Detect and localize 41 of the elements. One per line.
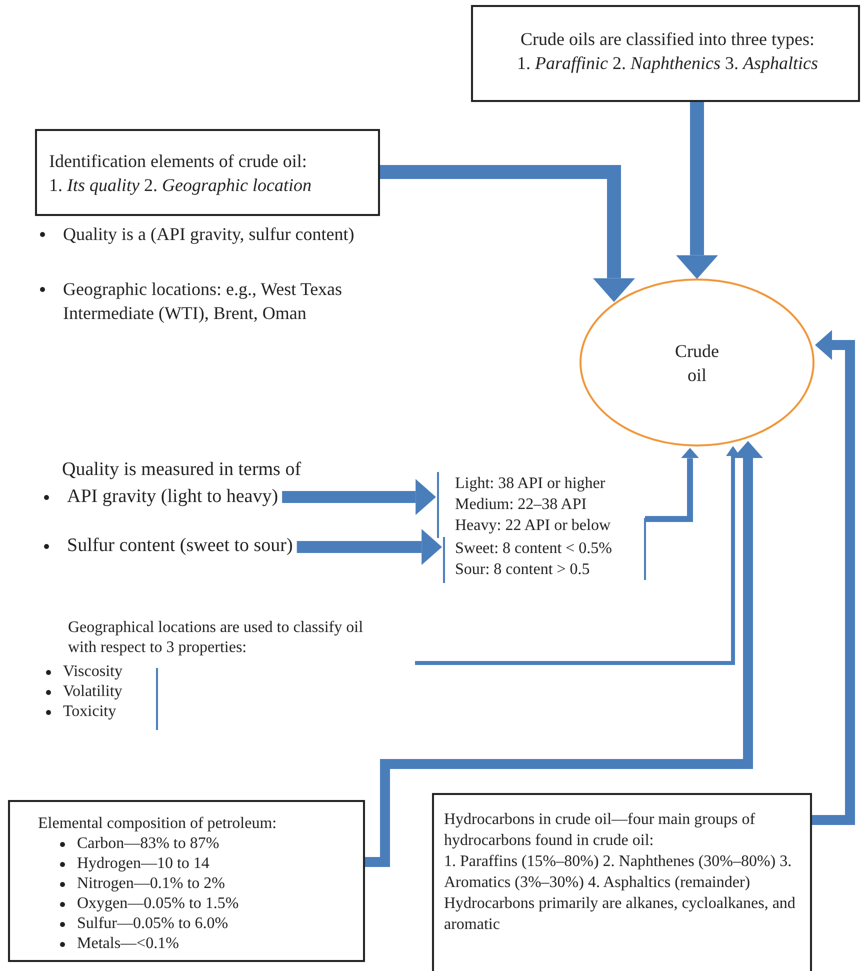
box-text: 1. Paraffinic 2. Naphthenics 3. Asphaltics: [516, 52, 819, 75]
list-item: Viscosity: [63, 662, 122, 682]
text-box: [471, 5, 860, 102]
block-arrow: [282, 479, 436, 515]
box-text: 1. Its quality 2. Geographic location: [49, 174, 312, 197]
heading-text: Elemental composition of petroleum:: [38, 814, 278, 834]
bullet-text: Quality is a (API gravity, sulfur content): [63, 223, 354, 246]
ellipse-node: [579, 278, 815, 447]
block-arrow: [644, 448, 699, 580]
text-box: [8, 800, 365, 962]
text-line: Medium: 22–38 API: [455, 495, 588, 515]
box-text: Identification elements of crude oil:: [49, 150, 308, 173]
bullet-text: API gravity (light to heavy): [67, 485, 278, 509]
bullet-text: Geographic locations: e.g., West Texas Intermediate (WTI), Brent, Oman: [63, 278, 344, 325]
text-line: Light: 38 API or higher: [455, 474, 606, 494]
box-text: Crude oils are classified into three types:: [520, 28, 816, 51]
block-arrow: [296, 529, 442, 565]
list-item: Volatility: [63, 682, 122, 702]
note-text: Quality is measured in terms of: [62, 459, 302, 481]
list-item: Metals—<0.1%: [77, 934, 179, 954]
node-label: Crude oil: [674, 340, 720, 386]
text-line: Sour: 8 content > 0.5: [455, 560, 591, 580]
heading-text: Geographical locations are used to classify oil with respect to 3 properties:: [67, 618, 364, 658]
block-arrow: [676, 102, 718, 279]
list-item: Carbon—83% to 87%: [77, 834, 220, 854]
block-arrow: [365, 441, 763, 867]
box-text: Hydrocarbons in crude oil—four main groups of hydrocarbons found in crude oil:: [444, 810, 756, 851]
list-item: Oxygen—0.05% to 1.5%: [77, 894, 239, 914]
bullet-text: Sulfur content (sweet to sour): [67, 534, 293, 558]
block-arrow: [415, 446, 740, 665]
block-arrow: [380, 165, 635, 302]
list-item: Nitrogen—0.1% to 2%: [77, 874, 225, 894]
list-item: Sulfur—0.05% to 6.0%: [77, 914, 228, 934]
text-line: Heavy: 22 API or below: [455, 516, 612, 536]
text-box: [35, 129, 380, 216]
list-item: Toxicity: [63, 702, 116, 722]
box-text: 1. Paraffins (15%–80%) 2. Naphthenes (30%–80%) 3. Aromatics (3%–30%) 4. Asphaltics (remainder): [444, 852, 793, 893]
box-text: Hydrocarbons primarily are alkanes, cycloalkanes, and aromatic: [444, 894, 796, 935]
text-line: Sweet: 8 content < 0.5%: [455, 539, 613, 559]
list-item: Hydrogen—10 to 14: [77, 854, 210, 874]
text-box: [432, 793, 812, 971]
